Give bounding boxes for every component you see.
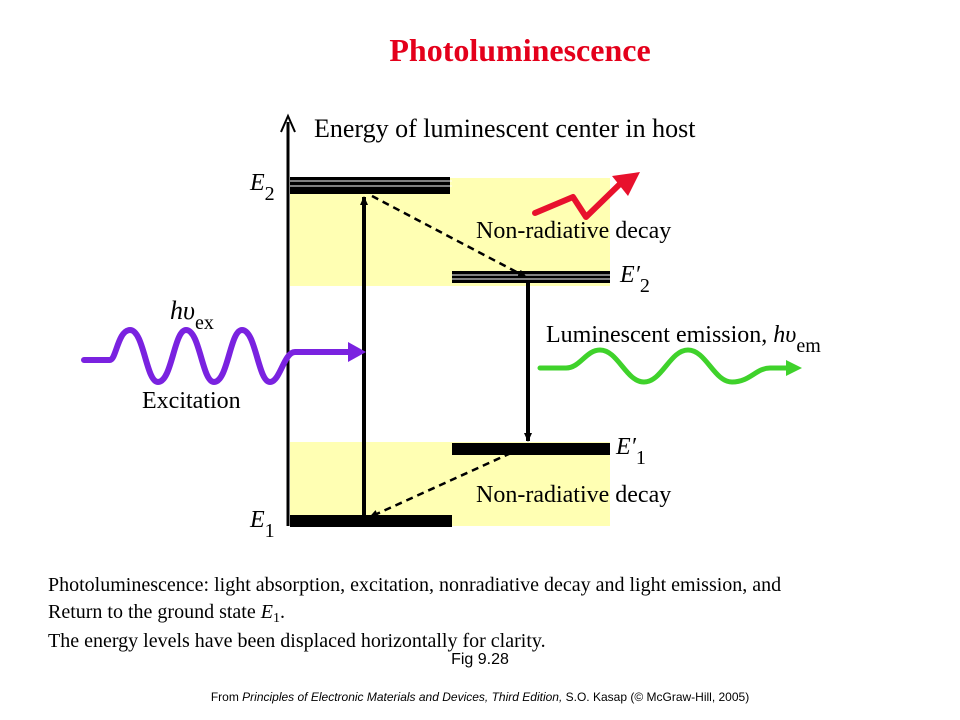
nonradiative-decay-arrow-bottom — [369, 446, 523, 519]
label-e2-symbol: E — [250, 170, 265, 196]
caption-line-2-sub: 1 — [272, 611, 280, 626]
upper-band — [290, 178, 610, 286]
caption-line-2-suffix: . — [279, 601, 285, 623]
level-e2-prime — [452, 271, 612, 283]
energy-axis-label: Energy of luminescent center in host — [314, 114, 696, 143]
heat-emission-arrowhead — [612, 172, 640, 196]
caption-line-1: Photoluminescence: light absorption, exc… — [48, 574, 782, 596]
excitation-photon-energy-label: hυex — [170, 296, 214, 334]
label-e1-prime-symbol: E′ — [616, 434, 636, 460]
emission-label-text: Luminescent emission, — [546, 322, 774, 348]
emission-photon-arrowhead — [786, 360, 802, 376]
h-symbol-ex: h — [170, 296, 183, 325]
source-book-title: Principles of Electronic Materials and D… — [242, 690, 563, 704]
figure-number: Fig 9.28 — [451, 651, 509, 668]
label-e1: E1 — [250, 507, 275, 542]
em-subscript: em — [796, 335, 821, 357]
nonradiative-label-bottom: Non-radiative decay — [476, 482, 672, 508]
nu-symbol-em: υ — [785, 322, 797, 348]
figure-caption: Photoluminescence: light absorption, exc… — [48, 572, 781, 655]
source-suffix: S.O. Kasap (© McGraw-Hill, 2005) — [562, 690, 750, 704]
ex-subscript: ex — [194, 312, 214, 334]
level-e2 — [290, 177, 452, 194]
heat-emission-arrow — [532, 179, 625, 220]
label-e2: E2 — [250, 170, 275, 205]
label-e2-sub: 2 — [264, 183, 275, 205]
level-e1 — [290, 515, 452, 527]
caption-line-3: The energy levels have been displaced ho… — [48, 630, 546, 652]
label-e1-sub: 1 — [264, 520, 275, 542]
emission-photon-wave — [537, 347, 793, 385]
label-e1-prime: E′1 — [616, 434, 646, 469]
label-e2-prime: E′2 — [620, 262, 650, 297]
nonradiative-label-top: Non-radiative decay — [476, 218, 672, 244]
caption-line-2-prefix: Return to the ground state — [48, 601, 261, 623]
label-e2-prime-sub: 2 — [639, 275, 650, 297]
level-e1-prime — [452, 443, 610, 455]
excitation-photon-arrowhead — [348, 342, 366, 362]
energy-axis-arrowhead — [280, 113, 296, 133]
excitation-photon-wave — [81, 327, 355, 385]
h-symbol-em: h — [773, 322, 786, 348]
label-e1-prime-sub: 1 — [635, 447, 646, 469]
source-credit: From Principles of Electronic Materials … — [0, 690, 960, 704]
source-prefix: From — [210, 690, 243, 704]
caption-line-2-symbol: E — [260, 601, 273, 623]
excitation-label: Excitation — [142, 388, 241, 414]
emission-label: Luminescent emission, hυem — [546, 322, 821, 357]
lower-band — [290, 442, 610, 526]
page-title: Photoluminescence — [389, 32, 651, 68]
label-e1-symbol: E — [250, 507, 265, 533]
nu-symbol-ex: υ — [183, 296, 195, 325]
caption-line-2: Return to the ground state E1. — [48, 599, 781, 628]
label-e2-prime-symbol: E′ — [620, 262, 640, 288]
nonradiative-decay-arrow-top — [371, 194, 527, 279]
